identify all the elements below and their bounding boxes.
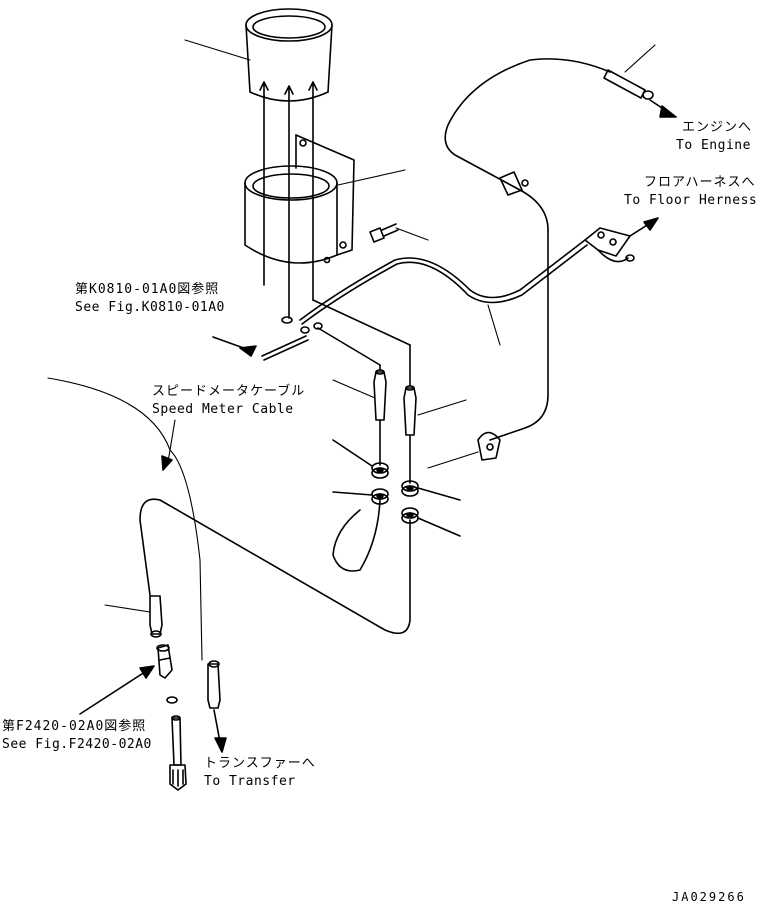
transfer-label-jp: トランスファーへ — [204, 756, 316, 771]
floor-harness-label-jp: フロアハーネスへ — [644, 175, 756, 190]
fig-f-label-en: See Fig.F2420-02A0 — [2, 737, 152, 752]
grommet-cables — [139, 419, 411, 635]
mounting-bolt — [369, 223, 399, 243]
sleeve-guide-lines — [312, 299, 411, 386]
bolt-leader-line — [395, 227, 429, 241]
speed-cable-arrow — [161, 455, 173, 471]
fig-f-arrow — [79, 665, 155, 715]
harness-leader-line — [487, 304, 501, 346]
sleeve-leader-right — [417, 399, 467, 416]
o-ring — [166, 696, 178, 704]
engine-arrow — [649, 99, 677, 118]
connector-fittings — [281, 316, 323, 334]
engine-label-en: To Engine — [676, 138, 751, 153]
fig-k-label-en: See Fig.K0810-01A0 — [75, 300, 225, 315]
cab-panel-outline — [47, 377, 203, 661]
speed-cable-leader — [167, 419, 176, 463]
engine-clip — [499, 171, 529, 196]
engine-cable — [444, 58, 654, 441]
speed-cable-label-en: Speed Meter Cable — [152, 402, 294, 417]
bracket-leader-line — [337, 169, 406, 186]
meter-bracket — [244, 134, 355, 264]
fig-f-label-jp: 第F2420-02A0図参照 — [2, 719, 147, 734]
engine-leader-line — [624, 44, 656, 73]
gauge-guide-lines — [263, 95, 314, 319]
speed-cable-label-jp: スピードメータケーブル — [152, 384, 306, 399]
cable-end-fitting-right — [207, 660, 221, 709]
grommets — [371, 462, 419, 524]
cable-clamp — [477, 431, 501, 461]
sleeve-leader-left — [332, 379, 376, 399]
drawing-number: JA029266 — [672, 890, 746, 904]
transfer-arrow — [213, 709, 227, 753]
speed-meter-gauge — [245, 8, 333, 102]
engine-label-jp: エンジンへ — [682, 120, 753, 135]
gauge-leader-line — [184, 39, 251, 61]
transfer-label-en: To Transfer — [204, 774, 296, 789]
cable-end-fitting-left — [149, 595, 163, 638]
grommet-leaders — [332, 439, 461, 537]
fig-k-arrow — [212, 335, 309, 361]
drive-gear — [169, 715, 187, 791]
floor-harness-arrow — [629, 217, 659, 237]
fig-k-label-jp: 第K0810-01A0図参照 — [75, 282, 220, 297]
floor-harness-label-en: To Floor Herness — [624, 193, 758, 208]
wiring-harness — [299, 227, 635, 325]
protective-sleeves — [373, 369, 417, 436]
fitting-leader-line — [104, 604, 151, 613]
drive-adapter — [156, 644, 173, 679]
clamp-leader-line — [427, 451, 479, 469]
